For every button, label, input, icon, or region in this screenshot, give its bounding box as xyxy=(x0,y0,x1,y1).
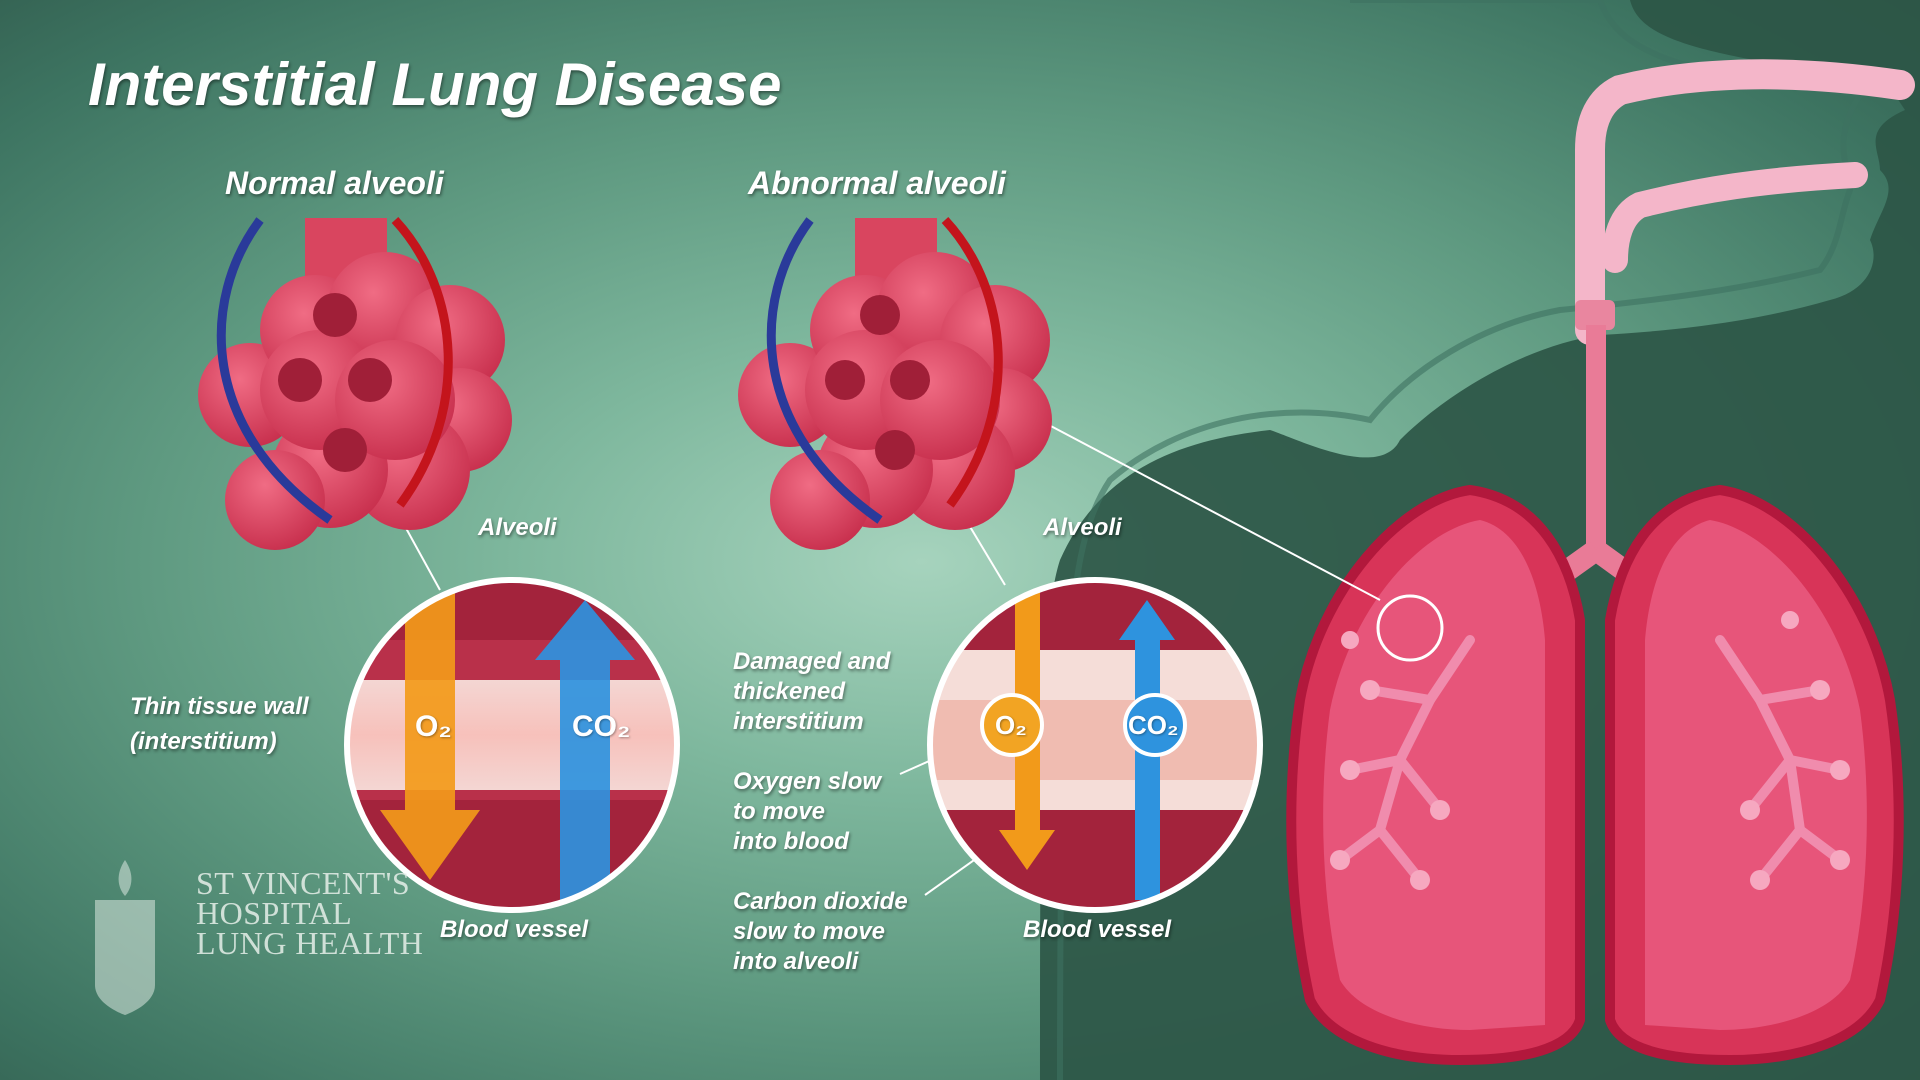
hospital-logo: ST VINCENT'S HOSPITAL LUNG HEALTH xyxy=(88,860,448,1020)
zoom-indicator-circle xyxy=(1376,594,1444,662)
abnormal-co2-label: CO₂ xyxy=(1128,710,1179,740)
co2-slow-line3: into alveoli xyxy=(733,948,859,975)
logo-line-3: LUNG HEALTH xyxy=(196,925,424,961)
thin-wall-label: Thin tissue wall xyxy=(130,693,309,720)
damaged-label-line3: interstitium xyxy=(733,708,864,735)
abnormal-blood-vessel-label: Blood vessel xyxy=(1023,916,1172,943)
lungs xyxy=(1286,484,1904,1066)
oxygen-slow-line3: into blood xyxy=(733,828,849,855)
logo-wordmark: ST VINCENT'S HOSPITAL LUNG HEALTH xyxy=(196,865,424,961)
damaged-label-line1: Damaged and xyxy=(733,648,891,675)
abnormal-o2-label: O₂ xyxy=(995,710,1027,740)
co2-slow-line1: Carbon dioxide xyxy=(733,888,908,915)
co2-badge xyxy=(1123,693,1187,757)
interstitium-label: (interstitium) xyxy=(130,728,277,755)
damaged-label-line2: thickened xyxy=(733,678,846,705)
logo-line-1: ST VINCENT'S xyxy=(196,865,411,901)
abnormal-alveoli-heading: Abnormal alveoli xyxy=(748,165,1006,201)
abnormal-alveoli-cluster xyxy=(738,216,1052,550)
normal-o2-label: O₂ xyxy=(415,710,452,743)
normal-alveoli-heading: Normal alveoli xyxy=(225,165,444,201)
normal-blood-vessel-label: Blood vessel xyxy=(440,916,589,943)
normal-co2-label: CO₂ xyxy=(572,710,631,743)
oxygen-slow-line2: to move xyxy=(733,798,826,825)
abnormal-alveoli-label: Alveoli xyxy=(1043,514,1122,541)
normal-alveoli-label: Alveoli xyxy=(478,514,557,541)
logo-emblem xyxy=(95,860,155,1015)
o2-badge xyxy=(980,693,1044,757)
co2-slow-line2: slow to move xyxy=(733,918,886,945)
logo-line-2: HOSPITAL xyxy=(196,895,353,931)
page-title: Interstitial Lung Disease xyxy=(88,51,782,118)
oxygen-slow-line1: Oxygen slow xyxy=(733,768,882,795)
normal-alveoli-cluster xyxy=(198,216,512,550)
